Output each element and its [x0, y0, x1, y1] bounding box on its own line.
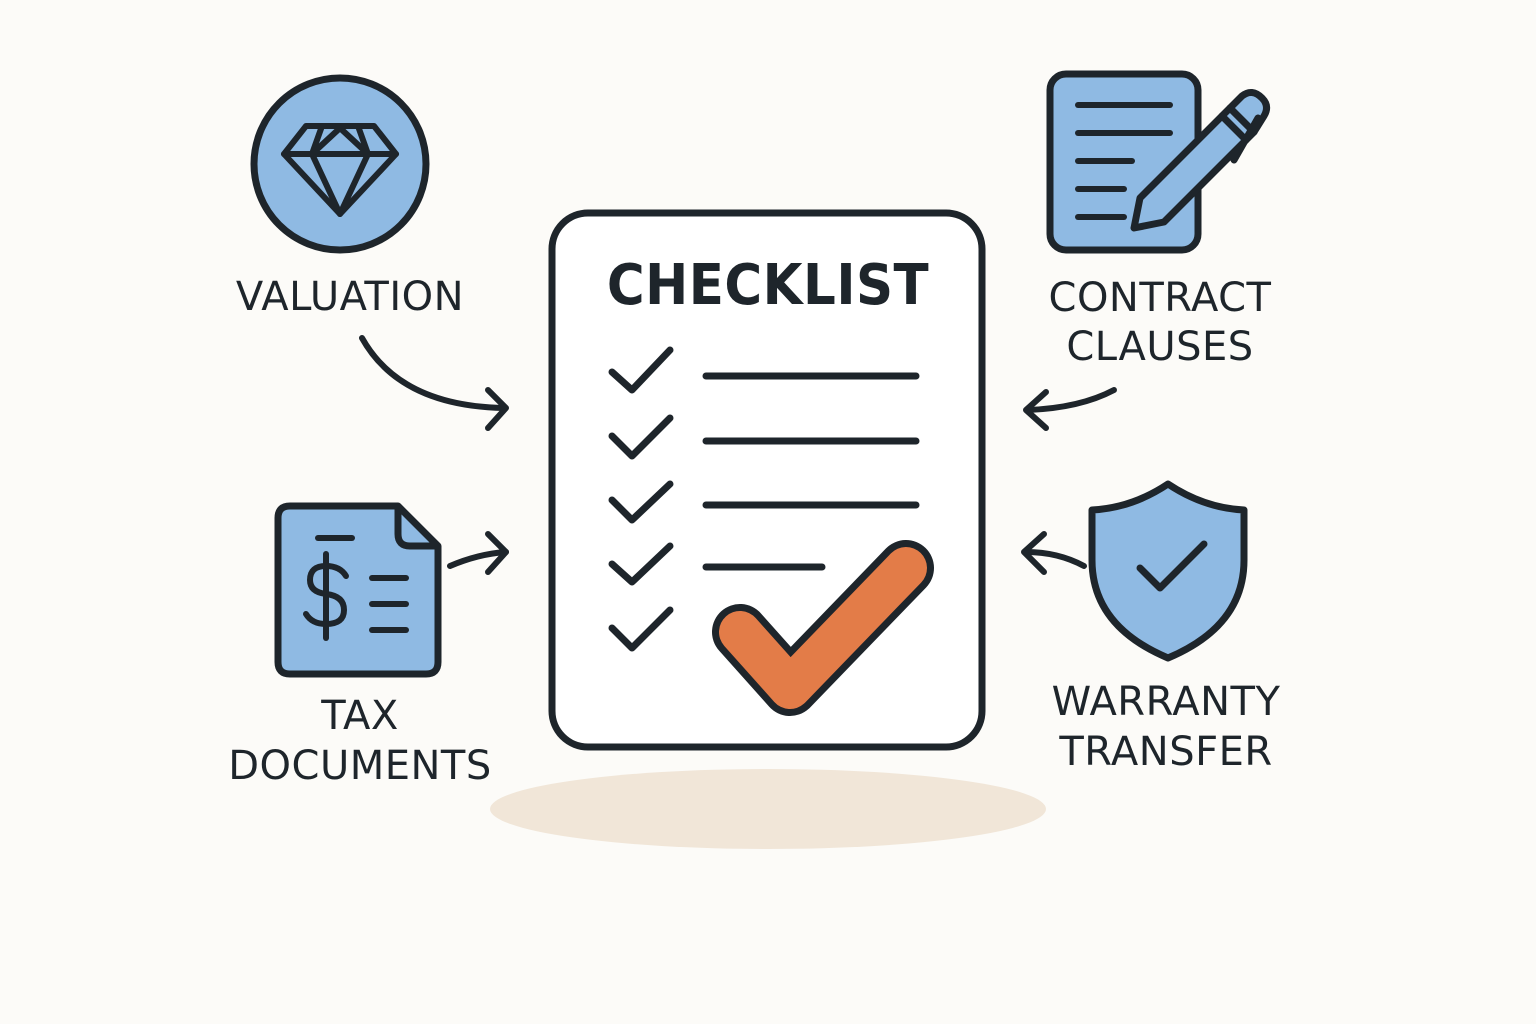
contract-label-line2: CLAUSES — [1066, 324, 1254, 370]
tax-label-line1: TAX — [321, 693, 399, 739]
check-mark-icon — [608, 542, 674, 586]
warranty-label-line1: WARRANTY — [1051, 679, 1281, 725]
arrow-tax-icon — [447, 531, 509, 575]
check-mark-icon — [608, 414, 674, 460]
valuation-label: VALUATION — [235, 274, 465, 320]
arrow-warranty-icon — [1021, 531, 1087, 575]
arrow-contract-icon — [1023, 387, 1117, 431]
warranty-label-line2: TRANSFER — [1059, 729, 1273, 775]
checklist-title: CHECKLIST — [606, 253, 930, 318]
contract-label-line1: CONTRACT — [1048, 275, 1272, 321]
check-mark-icon — [608, 606, 674, 652]
check-mark-icon — [608, 480, 674, 524]
check-mark-icon — [608, 346, 674, 394]
tax-label-line2: DOCUMENTS — [228, 743, 492, 789]
arrow-valuation-icon — [359, 335, 509, 431]
